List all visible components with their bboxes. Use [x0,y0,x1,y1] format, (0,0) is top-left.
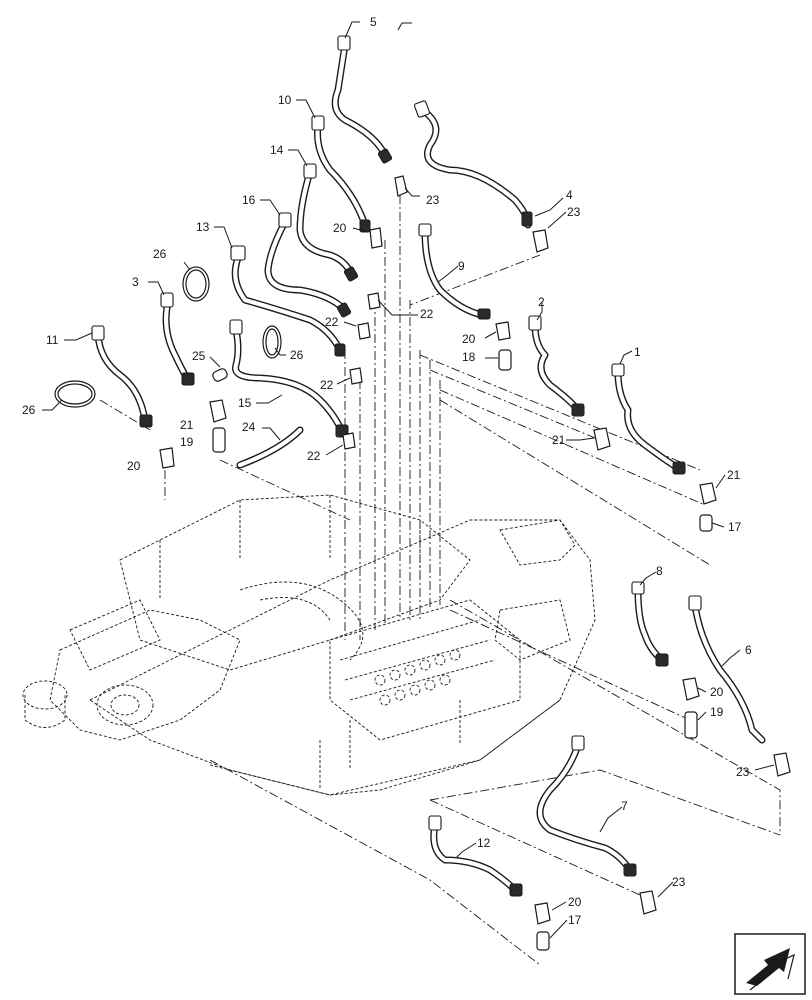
callout-22: 22 [325,315,339,329]
callout-4: 4 [566,188,573,202]
callout-20: 20 [568,895,582,909]
callout-2: 2 [538,295,545,309]
callout-20: 20 [333,221,347,235]
callout-23: 23 [567,205,581,219]
callout-21: 21 [180,418,194,432]
machine-frame [22,494,596,796]
callout-1: 1 [634,345,641,359]
callout-23: 23 [736,765,750,779]
callout-26: 26 [153,247,167,261]
callout-3: 3 [132,275,139,289]
callout-labels: 5 10 14 16 13 26 3 11 26 26 25 15 24 21 … [22,15,752,927]
callout-22: 22 [307,449,321,463]
hoses [94,41,766,894]
hose-end-fittings [91,35,702,897]
callout-19: 19 [710,705,724,719]
callout-17: 17 [728,520,742,534]
callout-17: 17 [568,913,582,927]
callout-5: 5 [370,15,377,29]
callout-22: 22 [320,378,334,392]
callout-25: 25 [192,349,206,363]
callout-11: 11 [46,333,59,347]
callout-23: 23 [672,875,686,889]
callout-24: 24 [242,420,256,434]
callout-7: 7 [621,799,628,813]
leader-lines [42,21,775,939]
adapter-fittings [159,175,791,951]
callout-21: 21 [727,468,741,482]
next-page-arrow-icon[interactable] [734,933,806,995]
callout-21: 21 [552,433,566,447]
callout-13: 13 [196,220,210,234]
callout-16: 16 [242,193,256,207]
callout-15: 15 [238,396,252,410]
callout-20: 20 [462,332,476,346]
callout-14: 14 [270,143,284,157]
callout-26: 26 [22,403,36,417]
callout-12: 12 [477,836,491,850]
connection-lines [99,195,781,966]
callout-18: 18 [462,350,476,364]
callout-8: 8 [656,564,663,578]
callout-23: 23 [426,193,440,207]
callout-20: 20 [710,685,724,699]
callout-6: 6 [745,643,752,657]
callout-26: 26 [290,348,304,362]
callout-19: 19 [180,435,194,449]
callout-20: 20 [127,459,141,473]
callout-9: 9 [458,259,465,273]
callout-10: 10 [278,93,292,107]
callout-22: 22 [420,307,434,321]
